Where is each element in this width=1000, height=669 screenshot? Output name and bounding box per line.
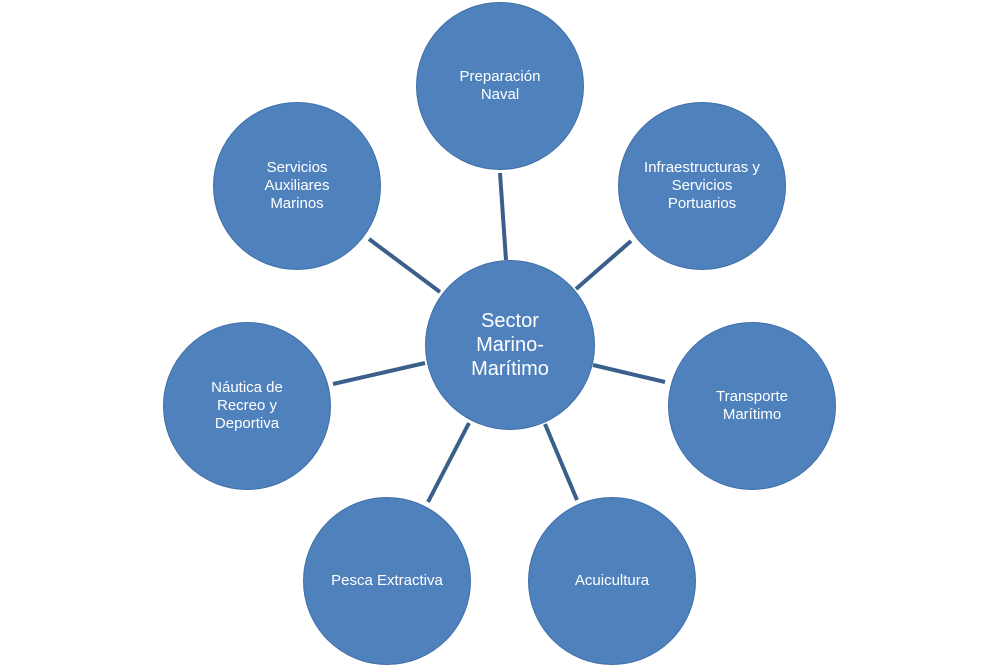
center-label: Sector Marino- Marítimo: [471, 310, 549, 380]
node-servicios-auxiliares-marinos: Servicios Auxiliares Marinos: [213, 102, 381, 270]
connector-servicios-auxiliares: [367, 237, 442, 294]
connector-infraestructuras: [574, 239, 633, 291]
center-node-sector-marino-maritimo: Sector Marino- Marítimo: [425, 260, 595, 430]
connector-nautica: [332, 361, 426, 386]
node-label: Servicios Auxiliares Marinos: [264, 159, 330, 212]
node-preparacion-naval: Preparación Naval: [416, 2, 584, 170]
node-transporte-maritimo: Transporte Marítimo: [668, 322, 836, 490]
node-label: Infraestructuras y Servicios Portuarios: [644, 159, 760, 212]
node-label: Preparación Naval: [459, 68, 541, 103]
node-label: Acuicultura: [574, 572, 650, 589]
connector-acuicultura: [543, 423, 579, 501]
node-label: Transporte Marítimo: [716, 388, 788, 423]
connector-transporte: [592, 363, 666, 384]
node-pesca-extractiva: Pesca Extractiva: [303, 497, 471, 665]
connector-pesca: [426, 422, 471, 503]
node-label: Náutica de Recreo y Deportiva: [211, 379, 283, 432]
node-infraestructuras-servicios-portuarios: Infraestructuras y Servicios Portuarios: [618, 102, 786, 270]
node-acuicultura: Acuicultura: [528, 497, 696, 665]
connector-preparacion: [498, 172, 508, 261]
node-nautica-recreo-deportiva: Náutica de Recreo y Deportiva: [163, 322, 331, 490]
node-label: Pesca Extractiva: [331, 572, 443, 589]
